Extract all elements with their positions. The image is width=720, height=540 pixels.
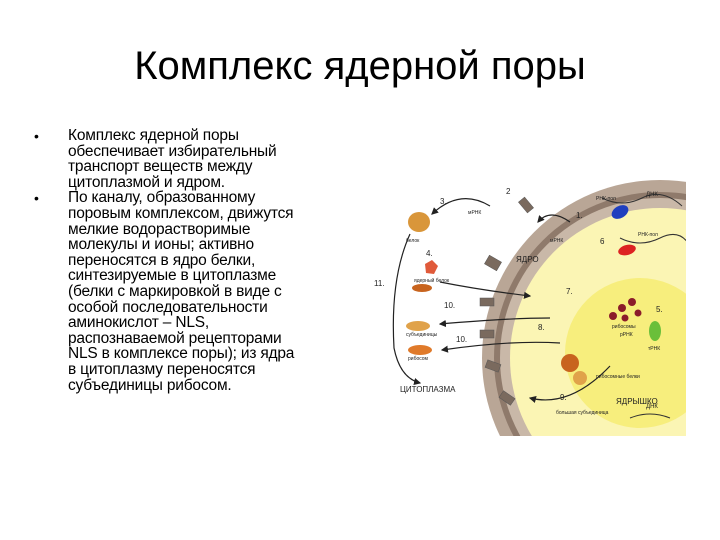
arrow [431, 198, 491, 215]
arrow [439, 281, 532, 299]
arrow [528, 365, 611, 403]
step-number: 9. [560, 393, 567, 402]
label-protein: белок [406, 238, 420, 244]
bullet-text: По каналу, образованному поровым комплек… [68, 189, 295, 394]
ribosome-subunit [561, 354, 579, 372]
dna-strand-3 [629, 413, 671, 419]
step-number: 10. [444, 301, 455, 310]
bullet-item: • Комплекс ядерной поры обеспечивает изб… [34, 128, 354, 190]
step-number: 2 [506, 187, 511, 196]
rna-polymerase-red [618, 244, 636, 256]
subunit-small-3 [412, 284, 432, 292]
label-rna-pol: РНК-пол [596, 196, 616, 202]
step-number: 4. [426, 249, 433, 258]
label-nuclear-protein: ядерный белок [414, 277, 450, 284]
nuclear-pores [479, 196, 534, 406]
arrow [537, 214, 571, 223]
cytoplasm-protein [408, 212, 430, 232]
green-protein [649, 321, 661, 341]
label-big-subunit: большая субъединица [556, 410, 609, 416]
bullet-list: • Комплекс ядерной поры обеспечивает изб… [34, 128, 354, 393]
nucleolus [565, 278, 686, 428]
dna-strand-2 [619, 233, 686, 244]
label-trna: тРНК [648, 346, 660, 352]
label-nucleolus: ЯДРЫШКО [616, 397, 658, 406]
label-dna: ДНК [646, 192, 658, 198]
step-number: 1. [576, 211, 583, 220]
arrow [440, 341, 561, 353]
nuclear-pore-diagram: 1. 2 3. 4. 5. 6 7. 8. 9. 10. 10. 11. ЦИТ… [374, 180, 686, 436]
step-numbers: 1. 2 3. 4. 5. 6 7. 8. 9. 10. 10. 11. [374, 187, 663, 402]
step-number: 8. [538, 323, 545, 332]
subunit-small [406, 321, 430, 331]
ribosome-subunit-2 [573, 371, 587, 385]
label-cytoplasm: ЦИТОПЛАЗМА [400, 385, 456, 394]
label-nucleus: ЯДРО [516, 255, 539, 264]
label-ribosomal-proteins: рибосомные белки [596, 374, 640, 380]
bullet-item: • По каналу, образованному поровым компл… [34, 190, 354, 393]
bullet-marker: • [34, 128, 39, 144]
step-number: 10. [456, 335, 467, 344]
label-mrna: мРНК [550, 238, 563, 244]
arrow [438, 317, 551, 328]
ribosome-particles [609, 298, 642, 322]
subunit-small-2 [408, 345, 432, 355]
label-dna-2: ДНК [646, 404, 658, 410]
step-number: 7. [566, 287, 573, 296]
label-mrna-2: мРНК [468, 210, 481, 216]
label-subunits-2: рибосом [408, 356, 429, 362]
slide-title: Комплекс ядерной поры [134, 44, 586, 88]
nls-protein [425, 260, 438, 274]
step-number: 3. [440, 197, 447, 206]
arrow [392, 233, 422, 386]
label-rrna: рРНК [620, 332, 633, 338]
step-number: 5. [656, 305, 663, 314]
label-rna-pol-2: РНК-пол [638, 232, 658, 238]
label-ribosomes: рибосомы [612, 324, 636, 330]
bullet-marker: • [34, 190, 39, 207]
bullet-text: Комплекс ядерной поры обеспечивает избир… [68, 127, 277, 191]
dna-strand [601, 193, 683, 207]
rna-polymerase [611, 205, 629, 219]
step-number: 6 [600, 237, 605, 246]
label-subunits: субъединицы [406, 332, 438, 338]
step-number: 11. [374, 279, 385, 288]
